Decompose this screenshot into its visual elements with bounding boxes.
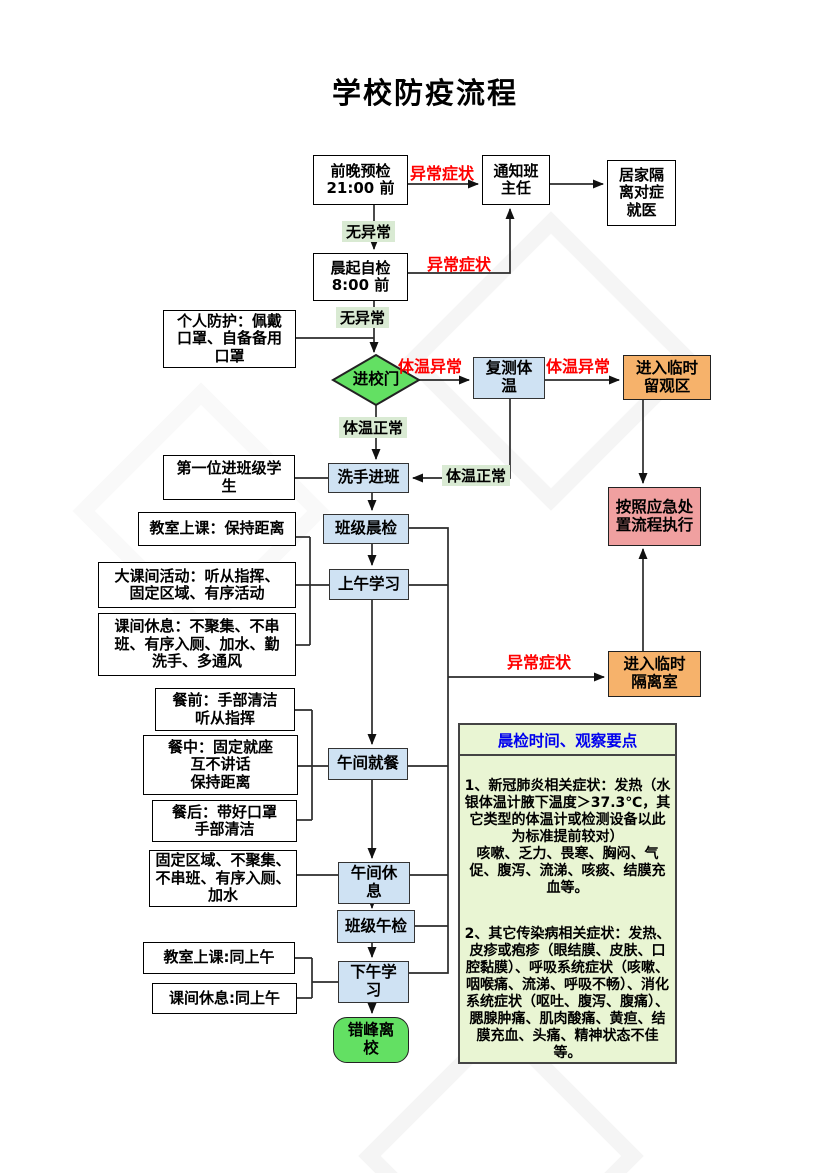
node-noon-meal: 午间就餐 [328,748,408,780]
note-before-meal: 餐前：手部清洁 听从指挥 [155,688,295,731]
label-abnormal-symptom-3: 异常症状 [507,653,572,672]
note-after-meal: 餐后：带好口罩 手部清洁 [152,800,297,842]
node-morning-selfcheck: 晨起自检 8:00 前 [313,253,408,301]
decision-diamond-shape [331,353,421,407]
panel-header: 晨检时间、观察要点 [460,725,675,756]
note-first-student-entering: 第一位进班级学 生 [163,455,295,500]
note-big-break-activity: 大课间活动：听从指挥、 固定区域、有序活动 [98,562,296,608]
note-class-break-rules: 课间休息：不聚集、不串 班、有序入厕、加水、勤 洗手、多通风 [98,613,296,676]
node-evening-precheck: 前晚预检 21:00 前 [313,155,408,205]
node-emergency-procedure: 按照应急处 置流程执行 [608,487,701,546]
panel-morning-check-points: 晨检时间、观察要点 1、新冠肺炎相关症状：发热（水银体温计腋下温度＞37.3℃，… [458,723,677,1064]
node-noon-rest: 午间休 息 [338,862,410,904]
page-title: 学校防疫流程 [331,76,518,110]
label-abnormal-temp-1: 体温异常 [398,357,463,376]
note-afternoon-class-same: 教室上课:同上午 [143,942,295,974]
node-temporary-observation-area: 进入临时 留观区 [623,355,711,400]
node-morning-study: 上午学习 [329,569,409,600]
label-normal-temp-1: 体温正常 [339,417,408,438]
node-staggered-departure: 错峰离 校 [333,1017,409,1063]
label-normal-temp-2: 体温正常 [442,465,511,486]
node-afternoon-study: 下午学 习 [338,961,409,1003]
panel-paragraph-covid-symptoms: 1、新冠肺炎相关症状：发热（水银体温计腋下温度＞37.3℃，其它类型的体温计或检… [464,777,671,896]
label-abnormal-symptom-1: 异常症状 [410,164,475,183]
node-wash-hands-enter-class: 洗手进班 [328,463,409,493]
node-retest-temperature: 复测体 温 [473,357,545,399]
node-notify-head-teacher: 通知班 主任 [482,155,550,205]
note-afternoon-break-same: 课间休息:同上午 [152,983,297,1014]
decision-school-gate: 进校门 [352,370,400,389]
node-temporary-isolation-room: 进入临时 隔离室 [608,651,701,697]
node-home-isolation-treatment: 居家隔 离对症 就医 [607,160,676,226]
node-class-noon-check: 班级午检 [337,910,415,943]
panel-paragraph-other-diseases: 2、其它传染病相关症状：发热、皮疹或疱疹（眼结膜、皮肤、口腔黏膜）、呼吸系统症状… [464,926,671,1061]
node-class-morning-check: 班级晨检 [323,514,409,544]
note-personal-protection: 个人防护：佩戴 口罩、自备备用 口罩 [163,310,296,368]
label-no-abnormality-1: 无异常 [342,221,396,242]
note-classroom-keep-distance: 教室上课：保持距离 [138,512,296,546]
panel-body: 1、新冠肺炎相关症状：发热（水银体温计腋下温度＞37.3℃，其它类型的体温计或检… [460,756,675,1062]
note-during-meal: 餐中：固定就座 互不讲话 保持距离 [143,735,298,795]
note-noon-rest-rules: 固定区域、不聚集、 不串班、有序入厕、 加水 [149,850,297,907]
label-abnormal-symptom-2: 异常症状 [427,255,492,274]
label-no-abnormality-2: 无异常 [336,307,390,328]
label-abnormal-temp-2: 体温异常 [546,357,611,376]
